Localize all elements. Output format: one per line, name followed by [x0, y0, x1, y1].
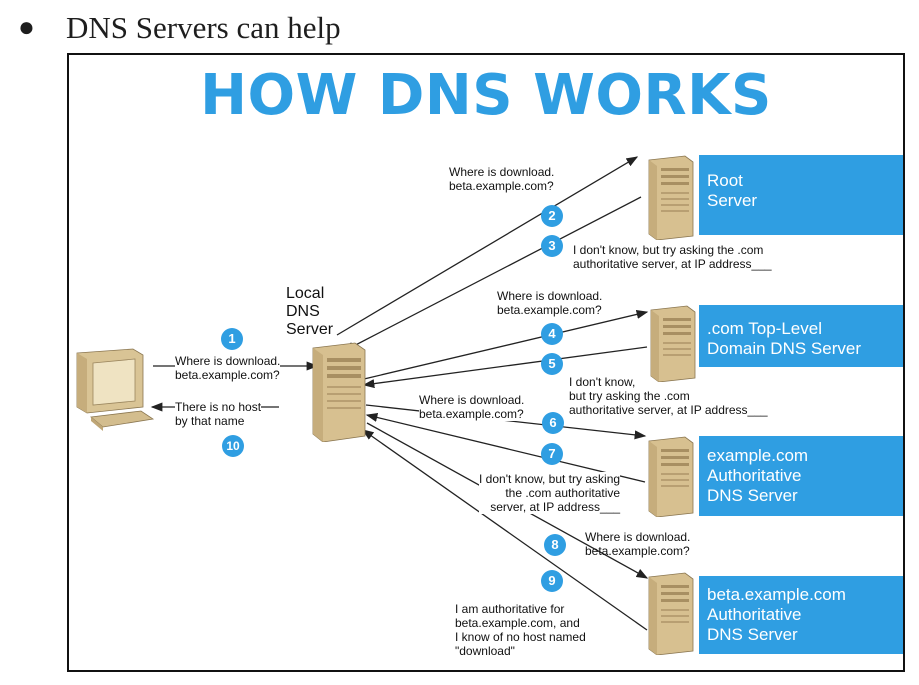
local-dns-label: Local DNS Server	[286, 285, 334, 338]
authoritative-server-banner: example.com Authoritative DNS Server	[699, 436, 903, 516]
bullet-item: ● DNS Servers can help	[18, 6, 341, 50]
step-badge-2: 2	[541, 205, 563, 227]
arrow-9	[361, 429, 648, 631]
message-7: I don't know, but try asking the .com au…	[479, 472, 621, 514]
step-badge-1: 1	[221, 328, 243, 350]
message-10: There is no host by that name	[175, 400, 262, 428]
local-dns-server-icon	[309, 338, 369, 442]
dns-diagram: HOW DNS WORKS Root Server .com Top-Level…	[67, 53, 905, 672]
arrow-4	[363, 309, 649, 380]
message-9: I am authoritative for beta.example.com,…	[455, 602, 586, 658]
step-badge-8: 8	[544, 534, 566, 556]
root-server-icon	[645, 152, 695, 240]
message-2: Where is download. beta.example.com?	[449, 165, 555, 193]
message-8: Where is download. beta.example.com?	[585, 530, 691, 558]
step-badge-9: 9	[541, 570, 563, 592]
beta-server-icon	[645, 569, 695, 655]
message-5: I don't know, but try asking the .com au…	[569, 375, 768, 417]
root-server-banner: Root Server	[699, 155, 903, 235]
tld-server-icon	[647, 302, 697, 382]
message-4: Where is download. beta.example.com?	[497, 289, 603, 317]
diagram-title: HOW DNS WORKS	[200, 63, 772, 128]
step-badge-7: 7	[541, 443, 563, 465]
tld-server-banner: .com Top-Level Domain DNS Server	[699, 305, 903, 367]
step-badge-10: 10	[222, 435, 244, 457]
step-badge-6: 6	[542, 412, 564, 434]
step-badge-4: 4	[541, 323, 563, 345]
message-3: I don't know, but try asking the .com au…	[573, 243, 772, 271]
step-badge-3: 3	[541, 235, 563, 257]
arrow-7	[365, 413, 646, 483]
beta-server-banner: beta.example.com Authoritative DNS Serve…	[699, 576, 903, 654]
message-1: Where is download. beta.example.com?	[175, 354, 281, 382]
arrow-2	[336, 156, 639, 336]
bullet-text: DNS Servers can help	[66, 10, 341, 45]
step-badge-5: 5	[541, 353, 563, 375]
bullet-dot-icon: ●	[18, 12, 35, 43]
arrow-3	[342, 196, 642, 352]
message-6: Where is download. beta.example.com?	[419, 393, 525, 421]
client-computer-icon	[71, 347, 155, 433]
authoritative-server-icon	[645, 433, 695, 517]
arrow-5	[362, 346, 648, 389]
